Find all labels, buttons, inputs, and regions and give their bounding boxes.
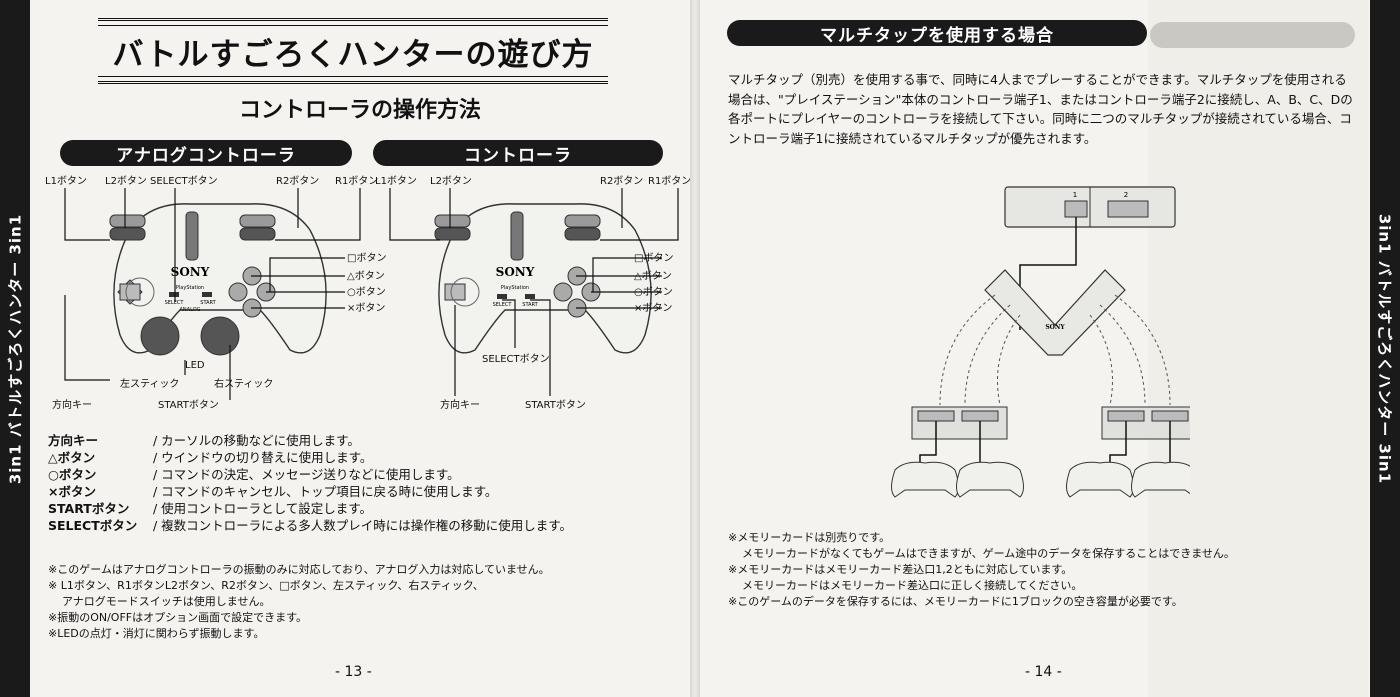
port-1-label: 1 [1073,191,1077,199]
analog-select-print: SELECT [165,300,185,306]
analog-r1-label: R1ボタン [335,175,378,187]
note-line: ※このゲームのデータを保存するには、メモリーカードに1ブロックの空き容量が必要で… [728,595,1183,608]
bleed-through-heading [1150,22,1355,48]
analog-sony-print: SONY [171,265,210,279]
note-line: ※LEDの点灯・消灯に関わらず振動します。 [48,627,265,640]
digital-select-print: SELECT [493,302,513,308]
analog-circle-label: ○ボタン [347,286,386,298]
analog-right-stick-label: 右スティック [214,377,273,390]
note-line: ※メモリーカードは別売りです。 [728,531,891,544]
bleed-through-strip [1148,0,1368,697]
page-title-frame: バトルすごろくハンターの遊び方 [98,18,608,84]
analog-led-label: LED [185,360,205,371]
analog-start-label: STARTボタン [158,399,219,411]
left-spine-tab: 3in1 バトルすごろくハンター 3in1 [0,0,30,697]
digital-select-label: SELECTボタン [482,353,550,365]
description-row: ○ボタン/ コマンドの決定、メッセージ送りなどに使用します。 [48,467,460,482]
digital-controller-heading: コントローラ [373,140,663,166]
digital-r1-label: R1ボタン [648,175,690,187]
analog-l1-label: L1ボタン [45,175,87,187]
analog-square-label: □ボタン [347,252,386,264]
digital-triangle-label: △ボタン [634,270,672,282]
multitap-unit [984,269,1126,356]
analog-controller-illustration: SONY PlayStation SELECT START ANALOG [109,203,327,356]
note-line: メモリーカードがなくてもゲームはできますが、ゲーム途中のデータを保存することはで… [742,547,1235,560]
left-spine-text: 3in1 バトルすごろくハンター 3in1 [6,213,25,484]
digital-l1-label: L1ボタン [375,175,417,187]
page-13: バトルすごろくハンターの遊び方 コントローラの操作方法 アナログコントローラ コ… [30,0,690,697]
digital-square-label: □ボタン [634,252,673,264]
book-gutter [690,0,700,697]
digital-r2-label: R2ボタン [600,175,643,187]
digital-dpad-label: 方向キー [440,398,480,411]
button-descriptions: 方向キー/ カーソルの移動などに使用します。 △ボタン/ ウインドウの切り替えに… [48,432,648,534]
digital-sony-print: SONY [496,265,535,279]
analog-leader-lines [64,188,361,400]
multitap-heading: マルチタップを使用する場合 [727,20,1147,46]
port-2-label: 2 [1124,191,1128,199]
analog-mode-print: ANALOG [180,307,201,313]
page-title: バトルすごろくハンターの遊び方 [98,25,608,77]
controller-diagram: SONY PlayStation SELECT START ANALOG [45,175,690,411]
multitap-sony-print: SONY [1045,324,1065,331]
analog-cross-label: ×ボタン [347,302,385,314]
digital-leader-lines [389,188,679,396]
right-spine-text: 3in1 バトルすごろくハンター 3in1 [1375,213,1394,484]
note-line: ※ L1ボタン、R1ボタンL2ボタン、R2ボタン、□ボタン、左スティック、右ステ… [48,579,484,592]
multitap-paragraph: マルチタップ（別売）を使用する事で、同時に4人までプレーすることができます。マル… [728,72,1353,146]
digital-playstation-print: PlayStation [501,285,529,291]
analog-playstation-print: PlayStation [176,285,204,291]
digital-l2-label: L2ボタン [430,175,472,187]
analog-select-label: SELECTボタン [150,175,218,187]
note-line: アナログモードスイッチは使用しません。 [62,595,271,608]
analog-left-stick-label: 左スティック [120,377,179,390]
analog-r2-label: R2ボタン [276,175,319,187]
controller-port-2 [1107,200,1149,218]
digital-controller-illustration: SONY PlayStation SELECT START [434,203,652,354]
digital-start-label: STARTボタン [525,399,586,411]
note-line: ※メモリーカードはメモリーカード差込口1,2ともに対応しています。 [728,563,1073,576]
description-row: 方向キー/ カーソルの移動などに使用します。 [48,433,360,448]
analog-l2-label: L2ボタン [105,175,147,187]
right-spine-tab: 3in1 バトルすごろくハンター 3in1 [1370,0,1400,697]
note-line: ※振動のON/OFFはオプション画面で設定できます。 [48,611,308,624]
analog-controller-heading: アナログコントローラ [60,140,352,166]
left-page-notes: ※このゲームはアナログコントローラの振動のみに対応しており、アナログ入力は対応し… [48,562,648,642]
right-page-notes: ※メモリーカードは別売りです。 メモリーカードがなくてもゲームはできますが、ゲー… [728,530,1358,610]
note-line: ※このゲームはアナログコントローラの振動のみに対応しており、アナログ入力は対応し… [48,563,550,576]
page-14: マルチタップを使用する場合 マルチタップ（別売）を使用する事で、同時に4人までプ… [700,0,1368,697]
page-number-left: - 13 - [335,664,372,680]
player-controllers [891,461,1190,498]
page-number-right: - 14 - [1025,664,1062,680]
analog-dpad-label: 方向キー [52,398,92,411]
description-row: △ボタン/ ウインドウの切り替えに使用します。 [48,450,373,465]
digital-cross-label: ×ボタン [634,302,672,314]
section-subtitle: コントローラの操作方法 [238,98,481,123]
analog-start-print: START [200,300,216,306]
digital-start-print: START [522,302,538,308]
analog-triangle-label: △ボタン [347,270,385,282]
description-row: SELECTボタン/ 複数コントローラによる多人数プレイ時には操作権の移動に使用… [48,518,573,533]
multitap-diagram: 1 2 SONY [891,186,1190,498]
description-row: STARTボタン/ 使用コントローラとして設定します。 [48,501,373,516]
description-row: ×ボタン/ コマンドのキャンセル、トップ項目に戻る時に使用します。 [48,484,498,499]
controller-port-1 [1064,200,1088,218]
note-line: メモリーカードはメモリーカード差込口に正しく接続してください。 [742,579,1083,592]
digital-circle-label: ○ボタン [634,286,673,298]
